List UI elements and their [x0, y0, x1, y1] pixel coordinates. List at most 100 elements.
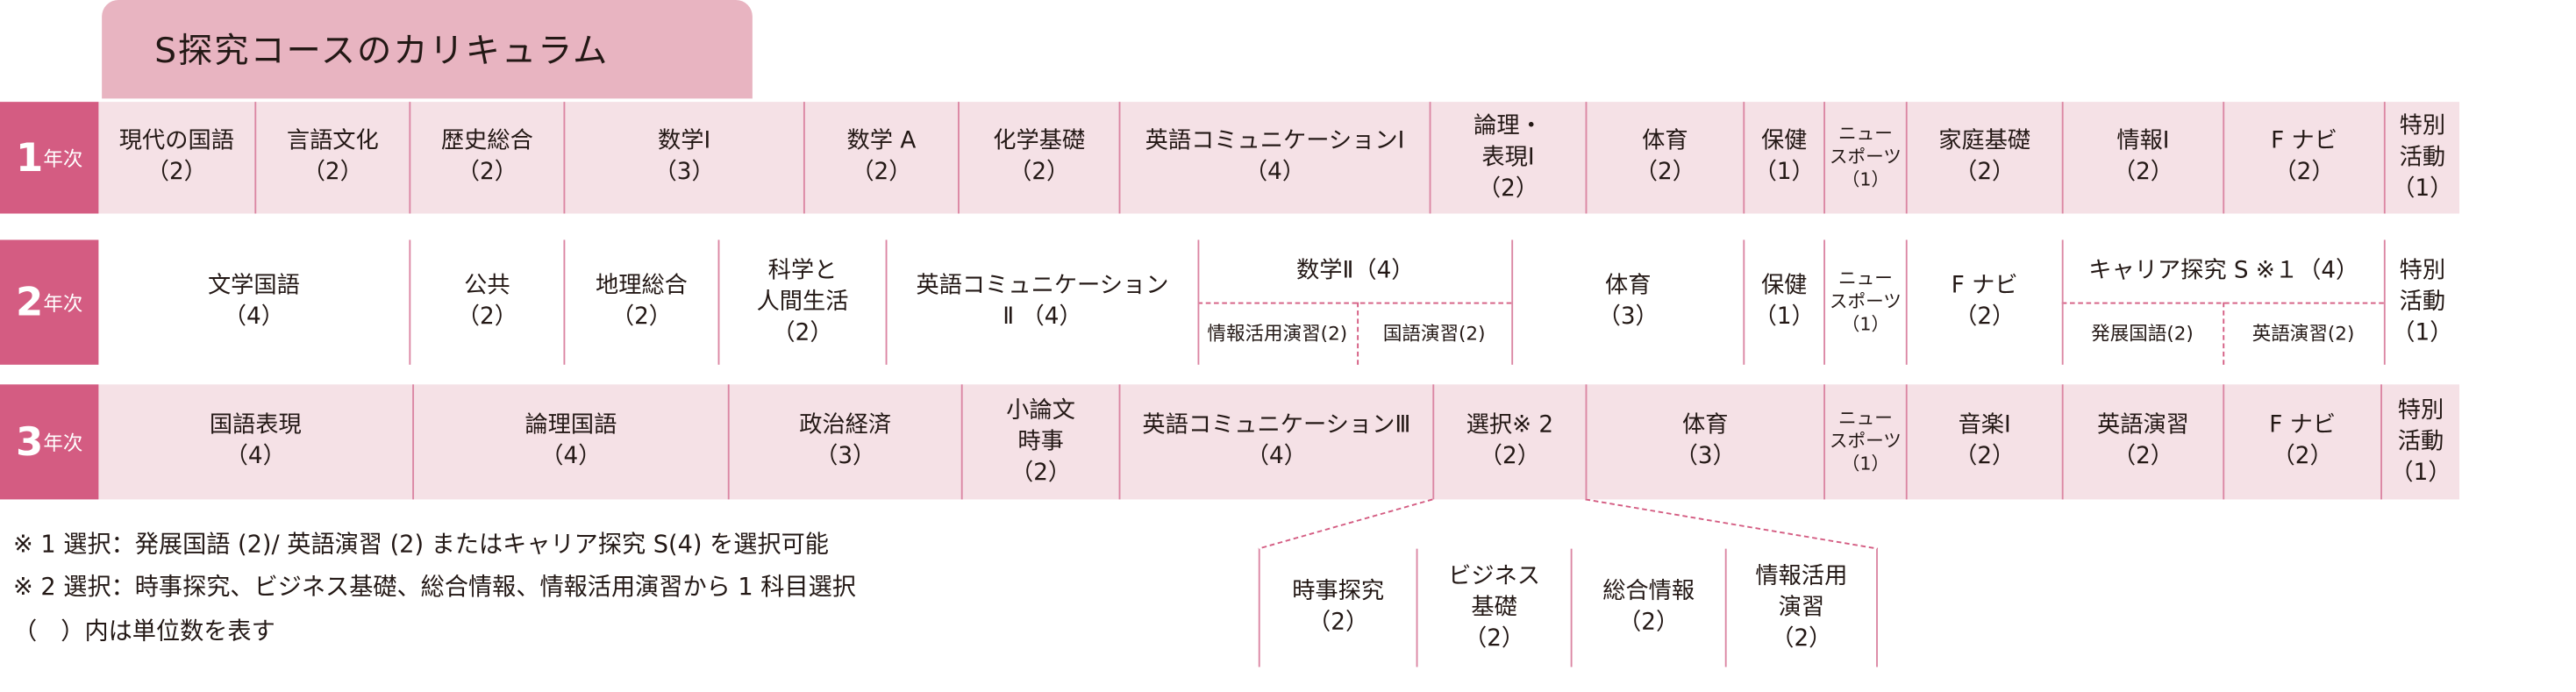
cell-text-line: 論理・ — [1474, 112, 1543, 139]
footnote-2: ※ 2 選択：時事探究、ビジネス基礎、総合情報、情報活用演習から 1 科目選択 — [12, 574, 856, 602]
cell-text-line: 人間生活 — [756, 288, 849, 315]
cell-text-line: （2） — [610, 303, 673, 331]
cell-text-line: （1） — [1841, 313, 1890, 336]
cell-text-line: （4） — [225, 443, 286, 470]
cell-text-line: 保健 — [1760, 272, 1808, 299]
cell-text-line: （2） — [1308, 609, 1369, 636]
cell-text-line: 公共 — [464, 272, 510, 299]
elective-option: ビジネス基礎（2） — [1416, 548, 1571, 667]
cell-text-line: （4） — [223, 303, 284, 331]
subject-cell: 体育 （3） — [1511, 239, 1743, 365]
cell-text-line: （3） — [815, 443, 876, 470]
cell-text-line: 家庭基礎 — [1938, 128, 2031, 155]
footnote-3: （ ）内は単位数を表す — [12, 619, 275, 646]
cell-text-line: （1） — [1841, 453, 1890, 475]
subject-cell: F ナビ （2） — [2223, 102, 2384, 214]
subject-cell: 政治経済（3） — [727, 384, 961, 500]
cell-text-line: 体育 — [1605, 272, 1652, 299]
cell-text-line: スポーツ — [1829, 146, 1902, 168]
subject-cell: 言語文化（2） — [254, 102, 409, 214]
cell-text-line: ニュー — [1837, 123, 1893, 145]
cell-text-line: （2） — [2112, 443, 2174, 470]
cell-text-line: （2） — [1618, 609, 1680, 636]
year-suffix: 年次 — [43, 431, 83, 454]
subject-cell: 科学と人間生活（2） — [717, 239, 886, 365]
cell-text-line: （2） — [1634, 159, 1695, 186]
cell-text-line: （2） — [456, 159, 517, 186]
subject-cell: 体育 （3） — [1585, 384, 1824, 500]
cell-text-line: 特別 — [2397, 396, 2444, 424]
subject-cell: 英語演習 （2） — [2061, 384, 2223, 500]
cell-text-line: 文学国語 — [207, 272, 300, 299]
cell-text-line: （2） — [456, 303, 517, 331]
cell-text-line: スポーツ — [1829, 430, 1902, 453]
subject-cell: 論理国語（4） — [412, 384, 728, 500]
cell-text-line: 総合情報 — [1602, 578, 1695, 605]
cell-text-line: （2） — [1954, 303, 2016, 331]
cell-text-line: 数学Ⅱ（4） — [1296, 257, 1415, 284]
subject-cell: 数学Ⅱ（4） — [1197, 239, 1511, 303]
cell-text-line: 音楽Ⅰ — [1958, 412, 2011, 439]
cell-text-line: ニュー — [1837, 268, 1893, 289]
sub-option-cell: 発展国語(2) — [2062, 303, 2223, 365]
cell-text-line: 活動 — [2399, 143, 2446, 170]
cell-text-line: （2） — [1771, 624, 1832, 652]
subject-cell: 情報Ⅰ （2） — [2061, 102, 2223, 214]
elective-option: 時事探究（2） — [1258, 548, 1416, 667]
cell-text-line: （2） — [1954, 443, 2016, 470]
row-bg-year1 — [98, 102, 2460, 214]
cell-border — [2061, 302, 2064, 365]
cell-text-line: （2） — [2112, 159, 2174, 186]
subject-cell: 家庭基礎（2） — [1905, 102, 2062, 214]
dashed-divider — [2223, 302, 2225, 365]
cell-text-line: 国語表現 — [209, 412, 302, 439]
cell-text-line: F ナビ — [2269, 412, 2337, 439]
year-suffix: 年次 — [43, 291, 83, 315]
subject-cell: F ナビ （2） — [1905, 239, 2062, 365]
sub-option-label: 発展国語(2) — [2091, 321, 2194, 345]
subject-cell: 英語コミュニケーションⅢ（4） — [1118, 384, 1433, 500]
cell-text-line: 演習 — [1778, 594, 1825, 621]
subject-cell: 英語コミュニケーションⅠ（4） — [1118, 102, 1430, 214]
subject-cell: 化学基礎（2） — [958, 102, 1119, 214]
subject-cell: 文学国語 （4） — [98, 239, 409, 364]
subject-cell: 特別活動 （1） — [2380, 384, 2459, 500]
cell-text-line: （1） — [2392, 175, 2453, 202]
cell-text-line: 論理国語 — [524, 412, 617, 439]
sub-option-cell: 英語演習(2) — [2223, 303, 2384, 365]
cell-text-line: F ナビ — [1951, 272, 2018, 299]
sub-option-label: 英語演習(2) — [2251, 321, 2355, 345]
cell-text-line: 体育 — [1682, 412, 1729, 439]
cell-text-line: 英語コミュニケーションⅢ — [1142, 412, 1411, 439]
cell-text-line: 保健 — [1760, 128, 1808, 155]
cell-text-line: 情報Ⅰ — [2116, 128, 2170, 155]
cell-text-line: 活動 — [2397, 427, 2444, 454]
subject-cell: ニュースポーツ（1） — [1823, 102, 1906, 214]
year-suffix: 年次 — [43, 146, 83, 170]
cell-text-line: （1） — [2390, 459, 2451, 486]
cell-text-line: （2） — [1463, 624, 1525, 652]
cell-text-line: （2） — [1009, 159, 1070, 186]
subject-cell: 歴史総合 （2） — [409, 102, 563, 214]
cell-text-line: （3） — [1597, 303, 1659, 331]
cell-text-line: 数学Ⅰ — [658, 128, 711, 155]
subject-cell: 小論文時事（2） — [960, 384, 1119, 500]
subject-cell: キャリア探究 S ※１（4） — [2061, 239, 2384, 303]
cell-text-line: （2） — [1477, 175, 1539, 202]
cell-text-line: （2） — [851, 159, 912, 186]
cell-text-line: （1） — [1841, 168, 1890, 191]
cell-text-line: 英語演習 — [2097, 412, 2189, 439]
cell-text-line: （2） — [2273, 159, 2335, 186]
row-bg-year3 — [98, 384, 2460, 500]
cell-text-line: 英語コミュニケーション — [916, 272, 1169, 299]
cell-text-line: 歴史総合 — [440, 128, 533, 155]
cell-text-line: キャリア探究 S ※１（4） — [2088, 257, 2359, 284]
cell-text-line: 体育 — [1642, 128, 1688, 155]
cell-text-line: （1） — [1753, 303, 1815, 331]
cell-text-line: 基礎 — [1471, 594, 1517, 621]
cell-text-line: （3） — [1674, 443, 1736, 470]
cell-text-line: F ナビ — [2271, 128, 2337, 155]
subject-cell: 国語表現 （4） — [98, 384, 412, 499]
